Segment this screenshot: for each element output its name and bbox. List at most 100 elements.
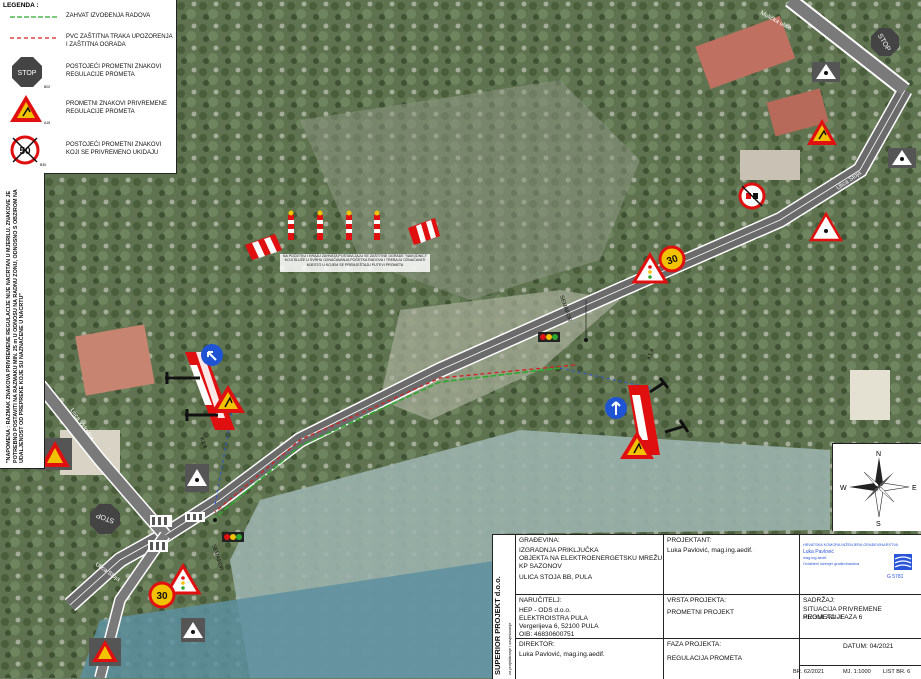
compass-rose: N S E W: [832, 443, 921, 531]
roadwork-warning-sign: [89, 638, 121, 666]
stamp-number: G 5781: [887, 574, 904, 580]
vrsta-value: PROMETNI PROJEKT: [667, 609, 735, 616]
drawing-number: BR. 62/2021: [793, 669, 825, 675]
gradevina-label: GRAĐEVINA:: [519, 537, 560, 544]
barrier-post: [317, 210, 323, 240]
svg-text:30: 30: [156, 591, 168, 602]
company-subtitle: za projektiranje i savjetovanje: [507, 622, 512, 675]
compass-w: W: [840, 485, 847, 492]
k1-label: K1.4: [198, 437, 208, 450]
traffic-light-warning-sign: [164, 563, 202, 595]
faza-label: FAZA PROJEKTA:: [667, 641, 722, 648]
stamp-line: Ovlašteni inženjer građevinarstva: [803, 562, 860, 566]
stop-sign-icon: STOP: [12, 57, 42, 87]
faza-value: REGULACIJA PROMETA: [667, 655, 742, 662]
compass-s: S: [876, 521, 881, 528]
building: [695, 15, 796, 90]
grid-line: [799, 535, 800, 679]
sign-code: A15: [44, 121, 50, 125]
stamp-line: HRVATSKA KOMORA INŽENJERA GRAĐEVINARSTVA: [803, 543, 899, 547]
gradevina-line: IZGRADNJA PRIKLJUČKA: [519, 547, 599, 554]
barrier-note-bg: [280, 254, 430, 272]
semafor-point: [584, 338, 588, 342]
barrier-chevron-left: [245, 234, 282, 260]
building: [850, 370, 890, 420]
legend-item-text: PVC ZAŠTITNA TRAKA UPOZORENJA I ZAŠTITNA…: [66, 34, 173, 48]
narucitelj-label: NARUČITELJ:: [519, 597, 562, 604]
legend-item-text: PROMETNI ZNAKOVI PRIVREMENE REGULACIJE P…: [66, 101, 168, 115]
pedestrian-warning-sign: [812, 62, 840, 82]
company-name: SUPERIOR PROJEKT d.o.o.: [493, 576, 502, 675]
stop-sign: STOP: [871, 28, 899, 56]
roadwork-warning-sign: [211, 385, 245, 413]
stamp-line: Luka Pavlović: [803, 549, 834, 555]
stamp-line: mag.ing.aedif.: [803, 556, 827, 560]
sadrzaj-line: PROMETA - FAZA 6: [803, 614, 863, 621]
gradevina-line: OBJEKTA NA ELEKTROENERGETSKU MREŽU: [519, 555, 663, 562]
pedestrian-warning-sign: [888, 148, 916, 168]
grid-line: [663, 535, 664, 679]
roads: [34, 0, 912, 678]
legend-symbols: STOP B02 A15 50 B30: [10, 16, 58, 167]
barrier-group: [245, 210, 440, 260]
traffic-light-warning-sign: [631, 252, 669, 284]
building: [75, 324, 155, 396]
gradevina-line: ULICA STOJA BB, PULA: [519, 574, 593, 581]
barricade-right: [628, 377, 690, 455]
speed-limit-crossed-icon: 50: [10, 135, 40, 165]
barrier-post: [346, 210, 352, 240]
sadrzaj-label: SADRŽAJ:: [803, 597, 835, 604]
compass-n: N: [876, 451, 881, 458]
direktor-value: Luka Pavlović, mag.ing.aedif.: [519, 651, 605, 658]
sign-code: B02: [44, 85, 50, 89]
barrier-note: NA POČETKU I KRAJU ZAHVATA POSTAVLJAJU S…: [283, 254, 427, 267]
narucitelj-line: HEP - ODS d.o.o.: [519, 607, 571, 614]
no-overtaking-sign-crossed: [738, 182, 766, 210]
buildings: [60, 15, 890, 475]
narucitelj-line: Vergerijeva 6, 52100 PULA: [519, 623, 599, 630]
building: [766, 88, 829, 137]
pvc-tape-line: [214, 364, 576, 513]
k1-label: K1.4: [646, 348, 656, 361]
sheet-number: LIST BR. 6: [883, 669, 911, 675]
gradevina-line: KP SAZONOV: [519, 563, 562, 570]
hkig-logo-icon: [894, 554, 912, 570]
building: [740, 150, 800, 180]
pedestrian-warning-sign: [185, 464, 209, 492]
pedestrian-warning-sign: [808, 211, 844, 242]
vrsta-label: VRSTA PROJEKTA:: [667, 597, 727, 604]
legend: LEGENDA : STOP B02 A15 50 B30 ZAHVAT IZV…: [0, 0, 177, 174]
speed-limit-30-sign: 30: [148, 581, 176, 609]
sadrzaj-line: SITUACIJA PRIVREMENE REGULACIJE: [803, 606, 882, 621]
road-centerline: [69, 89, 906, 606]
note-panel: "NAPOMENA : RAZMAK ZNAKOVA PRIVREMENE RE…: [0, 173, 45, 469]
stop-sign: STOP: [90, 504, 120, 534]
roadwork-warning-icon: [10, 95, 42, 122]
legend-item-text: POSTOJEĆI PROMETNI ZNAKOVI REGULACIJE PR…: [66, 64, 162, 78]
roadwork-warning-sign: [620, 431, 654, 459]
keep-right-sign: [605, 397, 627, 419]
projektant-label: PROJEKTANT:: [667, 537, 712, 544]
compass-icon: N S E W: [840, 451, 917, 528]
engineer-stamp: HRVATSKA KOMORA INŽENJERA GRAĐEVINARSTVA…: [803, 543, 919, 589]
svg-text:50: 50: [19, 146, 31, 157]
speed-limit-30-sign: 30: [658, 245, 686, 273]
keep-left-sign: [201, 344, 223, 366]
pedestrian-warning-sign: [181, 618, 205, 642]
sign-code: B30: [40, 163, 46, 167]
datum: DATUM: 04/2021: [843, 643, 894, 650]
roadwork-warning-sign: [807, 119, 837, 145]
road-mulicka-surface: [786, 0, 909, 95]
crosswalk: [148, 512, 205, 552]
grid-line: [515, 594, 921, 595]
projektant-value: Luka Pavlović, mag.ing.aedif.: [667, 547, 753, 554]
grid-line: [515, 535, 516, 679]
narucitelj-line: ELEKTROISTRA PULA: [519, 615, 588, 622]
traffic-light: [538, 332, 560, 342]
svg-text:STOP: STOP: [18, 70, 37, 77]
svg-text:30: 30: [665, 253, 680, 267]
barrier-chevron-right: [408, 218, 440, 245]
legend-title: LEGENDA :: [3, 2, 39, 9]
work-zone-line: [214, 367, 561, 519]
sea-area: [80, 560, 500, 678]
